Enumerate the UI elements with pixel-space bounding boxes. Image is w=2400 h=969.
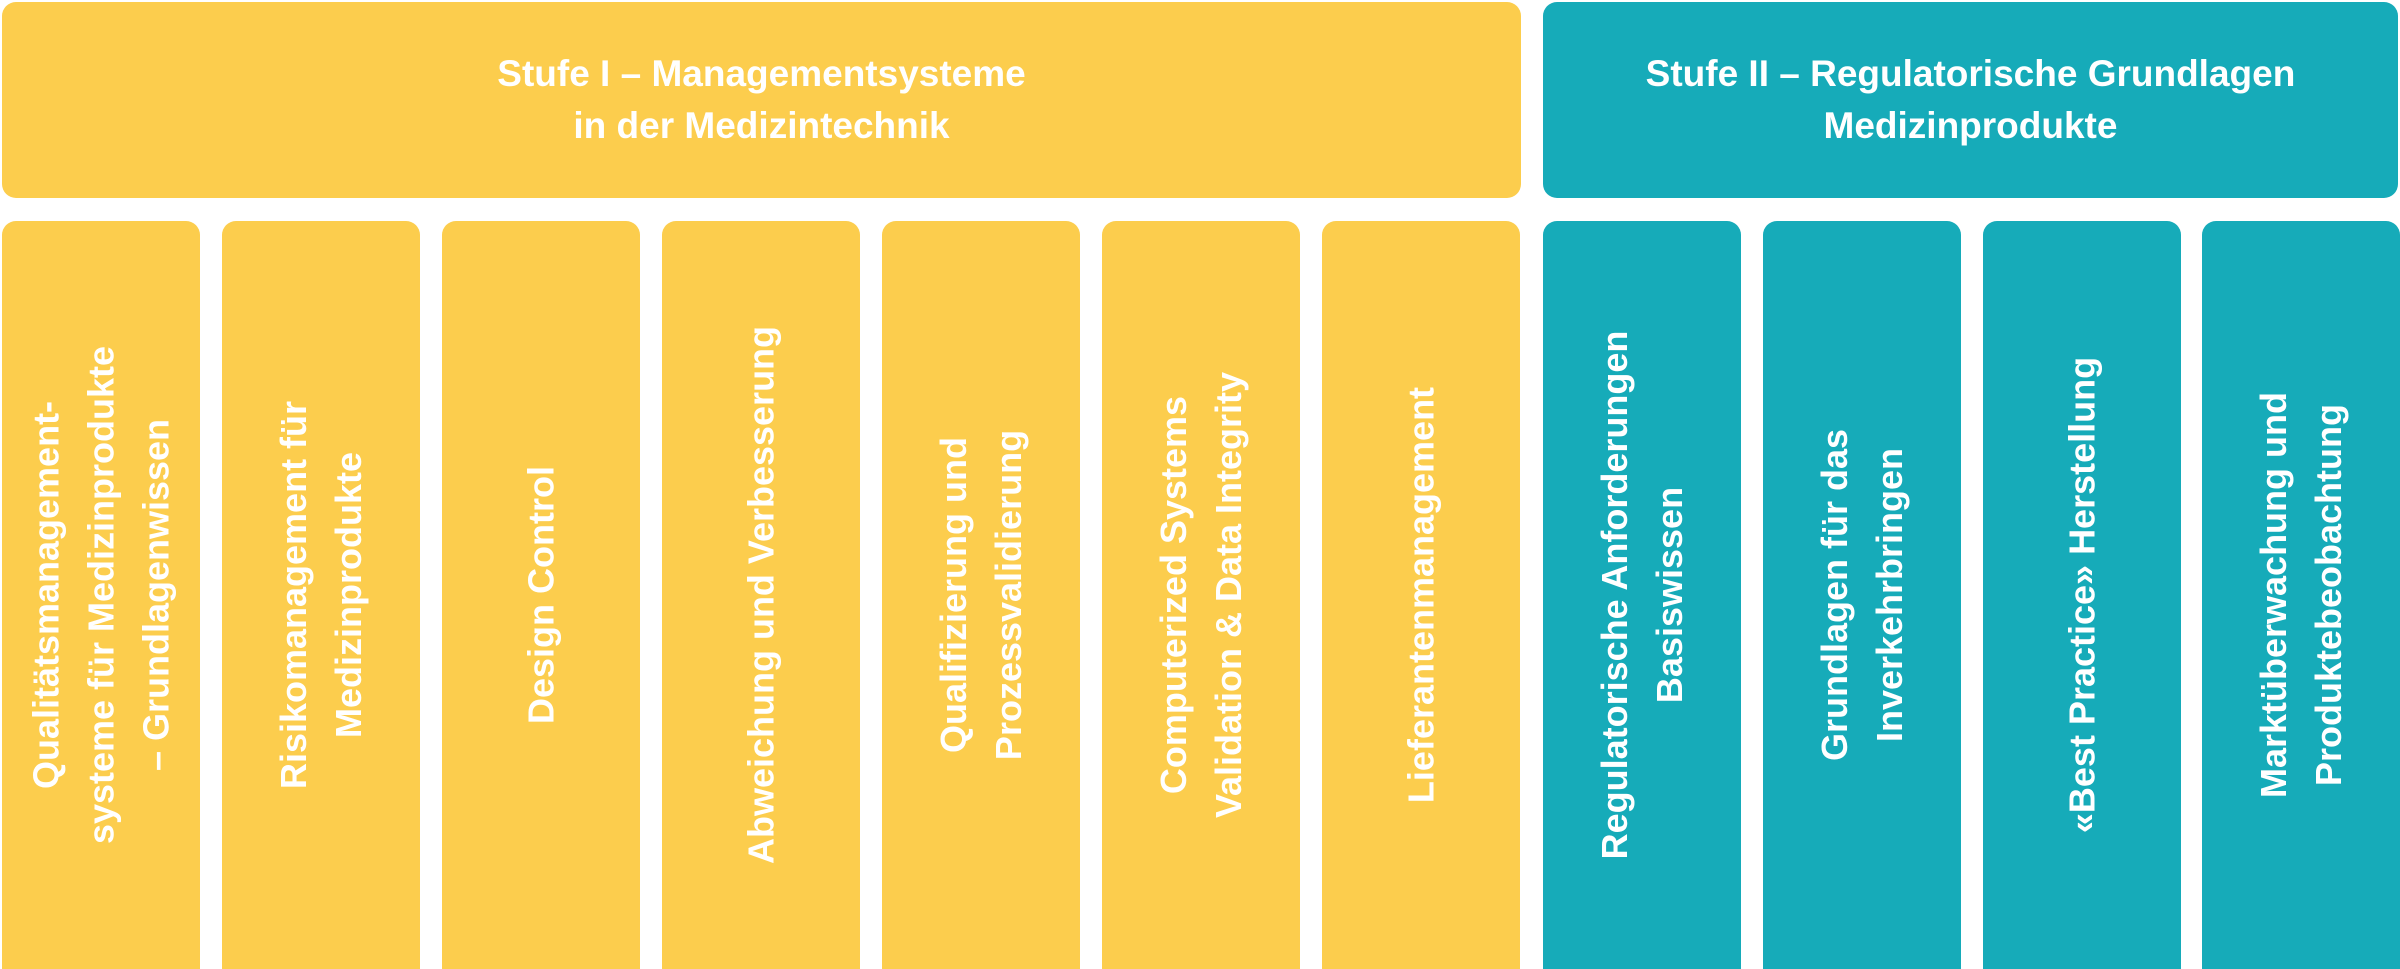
module-label: Marktüberwachung und Produktebeobachtung (2246, 245, 2356, 945)
module-label-line: Risikomanagement für (273, 400, 314, 790)
module-design-control: Design Control (442, 221, 640, 969)
module-label: Grundlagen für das Inverkehrbringen (1807, 245, 1917, 945)
module-label-line: Design Control (520, 466, 562, 724)
module-label: Lieferantenmanagement (1394, 245, 1449, 945)
module-label: Risikomanagement für Medizinprodukte (266, 245, 376, 945)
module-label: Regulatorische Anforderungen Basiswissen (1587, 245, 1697, 945)
module-qualifizierung: Qualifizierung und Prozessvalidierung (882, 221, 1080, 969)
module-qualitaetsmanagement: Qualitätsmanagement- systeme für Medizin… (2, 221, 200, 969)
module-label-line: Computerized Systems (1153, 395, 1194, 795)
module-label-line: Qualifizierung und (933, 437, 974, 753)
module-label-line: «Best Practice» Herstellung (2061, 356, 2103, 834)
stage-2-title-line2: Medizinprodukte (1823, 105, 2118, 146)
stage-2-title-line1: Stufe II – Regulatorische Grundlagen (1645, 53, 2296, 94)
module-label: Qualitätsmanagement- systeme für Medizin… (19, 245, 184, 945)
stage-1-title-line2: in der Medizintechnik (573, 105, 950, 146)
module-label-line: Abweichung und Verbesserung (740, 325, 782, 865)
module-label: Abweichung und Verbesserung (734, 245, 789, 945)
stage-1-title-line1: Stufe I – Managementsysteme (497, 53, 1026, 94)
stage-1-header: Stufe I – Managementsysteme in der Mediz… (2, 2, 1521, 198)
module-computerized-systems: Computerized Systems Validation & Data I… (1102, 221, 1300, 969)
module-regulatorische-anforderungen: Regulatorische Anforderungen Basiswissen (1543, 221, 1741, 969)
module-label-line: Lieferantenmanagement (1400, 386, 1442, 804)
module-marktueberwachung: Marktüberwachung und Produktebeobachtung (2202, 221, 2400, 969)
module-label: Computerized Systems Validation & Data I… (1146, 245, 1256, 945)
module-label-line: Validation & Data Integrity (1208, 371, 1249, 819)
module-label: Qualifizierung und Prozessvalidierung (926, 245, 1036, 945)
module-label-line: Qualitätsmanagement- (25, 400, 67, 790)
module-label-line: Grundlagen für das (1814, 428, 1855, 762)
module-label-line: Regulatorische Anforderungen (1594, 330, 1635, 860)
module-abweichung: Abweichung und Verbesserung (662, 221, 860, 969)
module-label-line: Prozessvalidierung (988, 429, 1029, 761)
module-inverkehrbringen: Grundlagen für das Inverkehrbringen (1763, 221, 1961, 969)
module-risikomanagement: Risikomanagement für Medizinprodukte (222, 221, 420, 969)
module-label: Design Control (514, 245, 569, 945)
stage-2-header: Stufe II – Regulatorische Grundlagen Med… (1543, 2, 2398, 198)
module-label-line: Marktüberwachung und (2253, 391, 2294, 799)
module-lieferantenmanagement: Lieferantenmanagement (1322, 221, 1520, 969)
module-label-line: Inverkehrbringen (1869, 447, 1910, 743)
module-best-practice: «Best Practice» Herstellung (1983, 221, 2181, 969)
module-label-line: Produktebeobachtung (2308, 404, 2349, 787)
module-label-line: – Grundlagenwissen (135, 418, 177, 772)
module-label-line: Medizinprodukte (328, 452, 369, 738)
module-label-line: systeme für Medizinprodukte (80, 345, 122, 845)
module-label-line: Basiswissen (1649, 486, 1690, 704)
module-label: «Best Practice» Herstellung (2055, 245, 2110, 945)
